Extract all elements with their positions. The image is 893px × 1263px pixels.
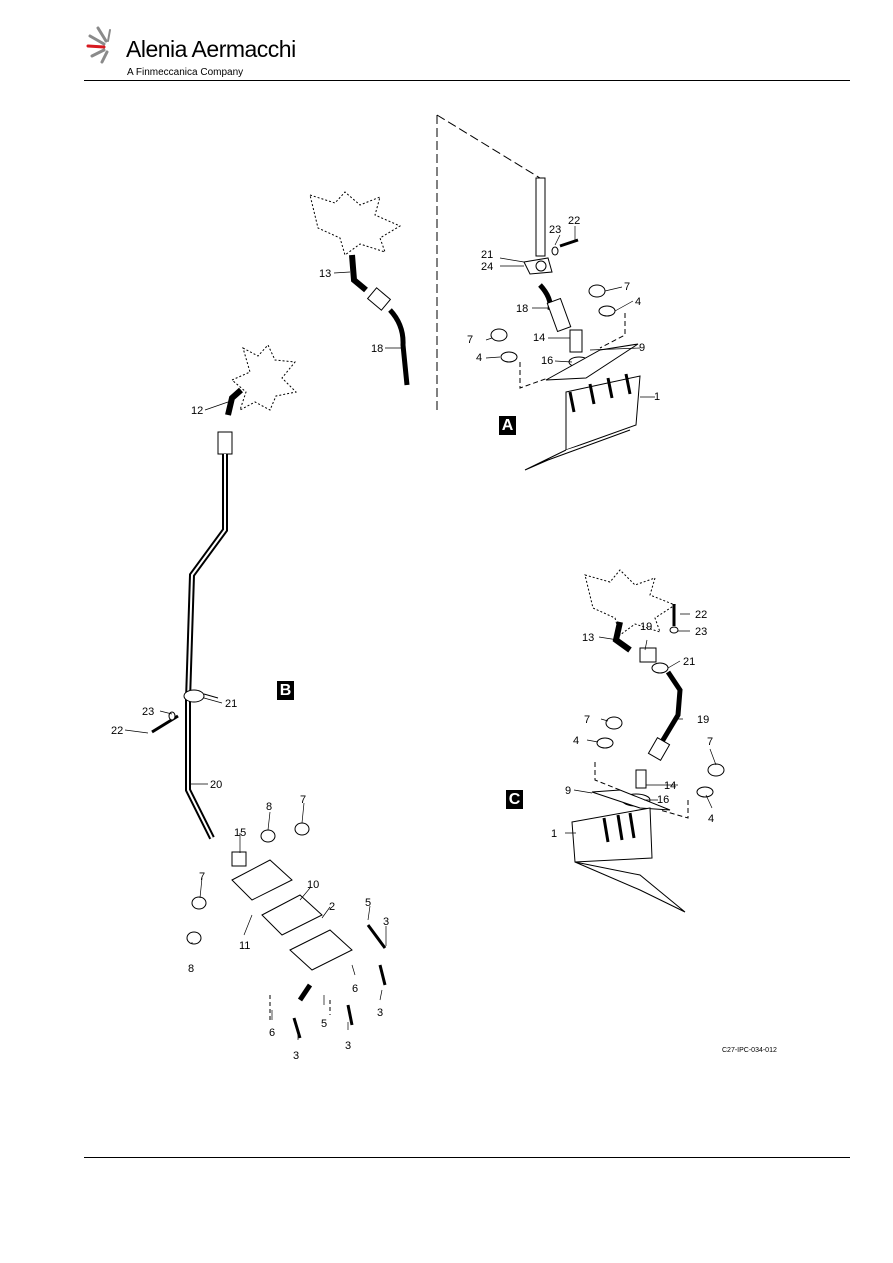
view-label-b: B (277, 681, 294, 700)
callout-c-19a: 19 (640, 621, 652, 633)
callout-a-21: 21 (481, 249, 493, 261)
callout-a-16: 16 (541, 355, 553, 367)
callout-labels: 22 23 21 24 13 18 7 4 14 9 7 4 16 1 18 1… (111, 215, 714, 1062)
callout-b-3d: 3 (345, 1040, 351, 1052)
view-label-a: A (499, 416, 516, 435)
callout-a-18: 18 (516, 303, 528, 315)
callout-c-9: 9 (565, 785, 571, 797)
callout-b-5b: 5 (321, 1018, 327, 1030)
callout-b-10: 10 (307, 879, 319, 891)
callout-c-4: 4 (573, 735, 579, 747)
figure-reference: C27-IPC-034-012 (722, 1047, 777, 1054)
callout-b-22: 22 (111, 725, 123, 737)
callout-b-8: 8 (266, 801, 272, 813)
company-logo-icon (86, 26, 111, 64)
header-rule (84, 80, 850, 81)
callout-a-24: 24 (481, 261, 493, 273)
callout-b-7l: 7 (199, 871, 205, 883)
callout-b-6b: 6 (269, 1027, 275, 1039)
callout-b-8l: 8 (188, 963, 194, 975)
callout-c-7: 7 (584, 714, 590, 726)
callout-c-4r: 4 (708, 813, 714, 825)
callout-b-3c: 3 (293, 1050, 299, 1062)
view-label-c: C (506, 790, 523, 809)
callout-b-6a: 6 (352, 983, 358, 995)
callout-b-20: 20 (210, 779, 222, 791)
callout-a-7r: 7 (624, 281, 630, 293)
callout-b-5: 5 (365, 897, 371, 909)
page-header: Alenia Aermacchi A Finmeccanica Company (0, 0, 893, 82)
view-c-assembly (571, 569, 725, 913)
footer-rule (84, 1157, 850, 1158)
callout-a-4l: 4 (476, 352, 482, 364)
callout-a-23: 23 (549, 224, 561, 236)
callout-c-21: 21 (683, 656, 695, 668)
view-a-assembly (309, 114, 641, 471)
callout-c-13: 13 (582, 632, 594, 644)
company-name: Alenia Aermacchi (126, 36, 296, 62)
callout-a-14: 14 (533, 332, 545, 344)
callout-leaders (124, 226, 717, 1040)
callout-b-7: 7 (300, 794, 306, 806)
callout-c-22: 22 (695, 609, 707, 621)
company-tagline: A Finmeccanica Company (127, 67, 244, 78)
callout-c-14: 14 (664, 780, 676, 792)
callout-b-18top: 18 (371, 343, 383, 355)
callout-a-22: 22 (568, 215, 580, 227)
callout-b-21: 21 (225, 698, 237, 710)
callout-b-15: 15 (234, 827, 246, 839)
callout-b-11: 11 (239, 940, 250, 952)
callout-c-23: 23 (695, 626, 707, 638)
callout-a-1: 1 (654, 391, 660, 403)
callout-b-2: 2 (329, 901, 335, 913)
callout-c-19b: 19 (697, 714, 709, 726)
callout-b-3a: 3 (383, 916, 389, 928)
callout-b-12: 12 (191, 405, 203, 417)
callout-c-16: 16 (657, 794, 669, 806)
callout-b-23: 23 (142, 706, 154, 718)
callout-a-13: 13 (319, 268, 331, 280)
callout-a-4r: 4 (635, 296, 641, 308)
callout-c-1: 1 (551, 828, 557, 840)
callout-c-7r: 7 (707, 736, 713, 748)
view-b-assembly (151, 344, 387, 1039)
callout-a-7l: 7 (467, 334, 473, 346)
callout-a-9: 9 (639, 342, 645, 354)
callout-b-3b: 3 (377, 1007, 383, 1019)
